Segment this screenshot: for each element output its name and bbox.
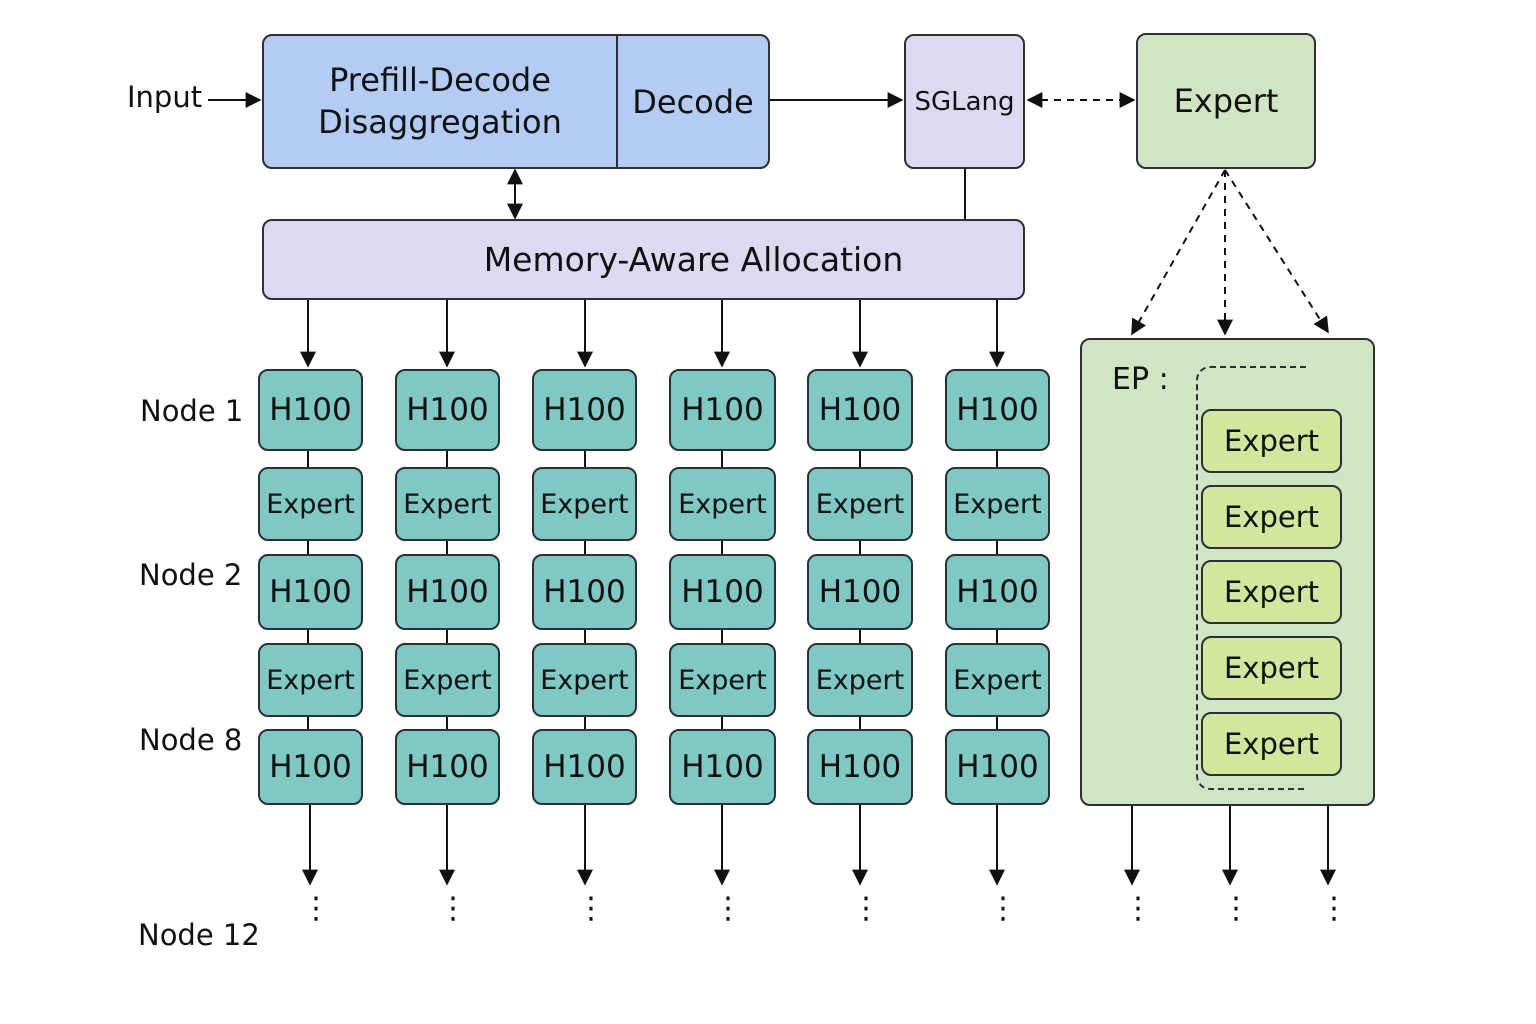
gpu-h100: H100 — [945, 729, 1050, 805]
gpu-h100: H100 — [395, 369, 500, 451]
expert-label: Expert — [266, 664, 355, 696]
expert-block: Expert — [395, 643, 500, 717]
gpu-h100: H100 — [669, 369, 776, 451]
continuation-dots: ⋮ — [851, 891, 881, 926]
expert-block: Expert — [395, 467, 500, 541]
expert-block: Expert — [945, 643, 1050, 717]
gpu-label: H100 — [956, 574, 1039, 610]
prefill-decode-block: Prefill-Decode Disaggregation Decode — [262, 34, 770, 169]
expert-label: Expert — [540, 488, 629, 520]
expert-top-block: Expert — [1136, 33, 1316, 169]
sglang-block: SGLang — [904, 34, 1025, 169]
gpu-h100: H100 — [945, 369, 1050, 451]
expert-label: Expert — [678, 488, 767, 520]
prefill-section: Prefill-Decode Disaggregation — [264, 36, 618, 167]
gpu-label: H100 — [956, 749, 1039, 785]
expert-block: Expert — [532, 467, 637, 541]
continuation-dots: ⋮ — [438, 891, 468, 926]
ep-expert-5: Expert — [1201, 712, 1342, 776]
gpu-h100: H100 — [807, 369, 913, 451]
gpu-h100: H100 — [532, 554, 637, 630]
expert-block: Expert — [669, 467, 776, 541]
ep-expert-3: Expert — [1201, 560, 1342, 624]
node-label-1: Node 1 — [140, 394, 244, 428]
expert-label: Expert — [403, 664, 492, 696]
gpu-h100: H100 — [669, 554, 776, 630]
gpu-label: H100 — [406, 749, 489, 785]
ep-expert-group — [1196, 366, 1306, 790]
expert-fan-left — [1131, 169, 1226, 336]
expert-label: Expert — [953, 664, 1042, 696]
sglang-label: SGLang — [914, 86, 1015, 117]
prefill-label: Prefill-Decode Disaggregation — [318, 60, 562, 141]
input-label: Input — [127, 80, 203, 114]
expert-top-label: Expert — [1173, 82, 1279, 120]
expert-label: Expert — [403, 488, 492, 520]
gpu-h100: H100 — [532, 729, 637, 805]
continuation-dots: ⋮ — [988, 891, 1018, 926]
expert-block: Expert — [807, 643, 913, 717]
gpu-label: H100 — [269, 574, 352, 610]
memory-aware-allocation-block: Memory-Aware Allocation — [262, 219, 1025, 300]
continuation-dots: ⋮ — [1319, 891, 1349, 926]
expert-label: Expert — [540, 664, 629, 696]
node-label-12: Node 12 — [138, 918, 260, 952]
ep-expert-4: Expert — [1201, 636, 1342, 700]
ep-expert-1: Expert — [1201, 409, 1342, 473]
gpu-label: H100 — [818, 574, 902, 610]
memory-label: Memory-Aware Allocation — [483, 240, 904, 279]
gpu-h100: H100 — [807, 729, 913, 805]
ep-label: EP : — [1112, 362, 1169, 397]
continuation-dots: ⋮ — [713, 891, 743, 926]
node-label-2: Node 2 — [139, 558, 243, 592]
expert-block: Expert — [258, 467, 363, 541]
ep-expert-2: Expert — [1201, 485, 1342, 549]
gpu-label: H100 — [818, 392, 902, 428]
gpu-label: H100 — [269, 392, 352, 428]
expert-block: Expert — [945, 467, 1050, 541]
expert-label: Expert — [815, 488, 905, 520]
expert-block: Expert — [532, 643, 637, 717]
gpu-label: H100 — [681, 574, 764, 610]
gpu-label: H100 — [543, 749, 626, 785]
expert-block: Expert — [807, 467, 913, 541]
node-label-8: Node 8 — [139, 723, 243, 757]
gpu-h100: H100 — [532, 369, 637, 451]
ep-expert-label: Expert — [1223, 424, 1320, 458]
gpu-label: H100 — [269, 749, 352, 785]
gpu-h100: H100 — [807, 554, 913, 630]
continuation-dots: ⋮ — [1221, 891, 1251, 926]
decode-section: Decode — [618, 36, 768, 167]
gpu-label: H100 — [681, 749, 764, 785]
gpu-h100: H100 — [395, 554, 500, 630]
continuation-dots: ⋮ — [576, 891, 606, 926]
expert-block: Expert — [258, 643, 363, 717]
expert-label: Expert — [266, 488, 355, 520]
expert-label: Expert — [953, 488, 1042, 520]
gpu-label: H100 — [406, 574, 489, 610]
gpu-label: H100 — [681, 392, 764, 428]
continuation-dots: ⋮ — [1123, 891, 1153, 926]
expert-fan-right — [1224, 169, 1329, 334]
expert-label: Expert — [678, 664, 767, 696]
gpu-h100: H100 — [258, 729, 363, 805]
gpu-label: H100 — [543, 392, 626, 428]
ep-expert-label: Expert — [1223, 575, 1320, 609]
decode-label: Decode — [632, 82, 754, 121]
ep-expert-label: Expert — [1223, 727, 1320, 761]
gpu-h100: H100 — [395, 729, 500, 805]
gpu-label: H100 — [543, 574, 626, 610]
gpu-label: H100 — [956, 392, 1039, 428]
gpu-h100: H100 — [258, 554, 363, 630]
ep-expert-label: Expert — [1223, 651, 1320, 685]
gpu-h100: H100 — [258, 369, 363, 451]
gpu-label: H100 — [406, 392, 489, 428]
gpu-label: H100 — [818, 749, 902, 785]
expert-block: Expert — [669, 643, 776, 717]
expert-label: Expert — [815, 664, 905, 696]
continuation-dots: ⋮ — [301, 891, 331, 926]
gpu-h100: H100 — [669, 729, 776, 805]
gpu-h100: H100 — [945, 554, 1050, 630]
ep-expert-label: Expert — [1223, 500, 1320, 534]
